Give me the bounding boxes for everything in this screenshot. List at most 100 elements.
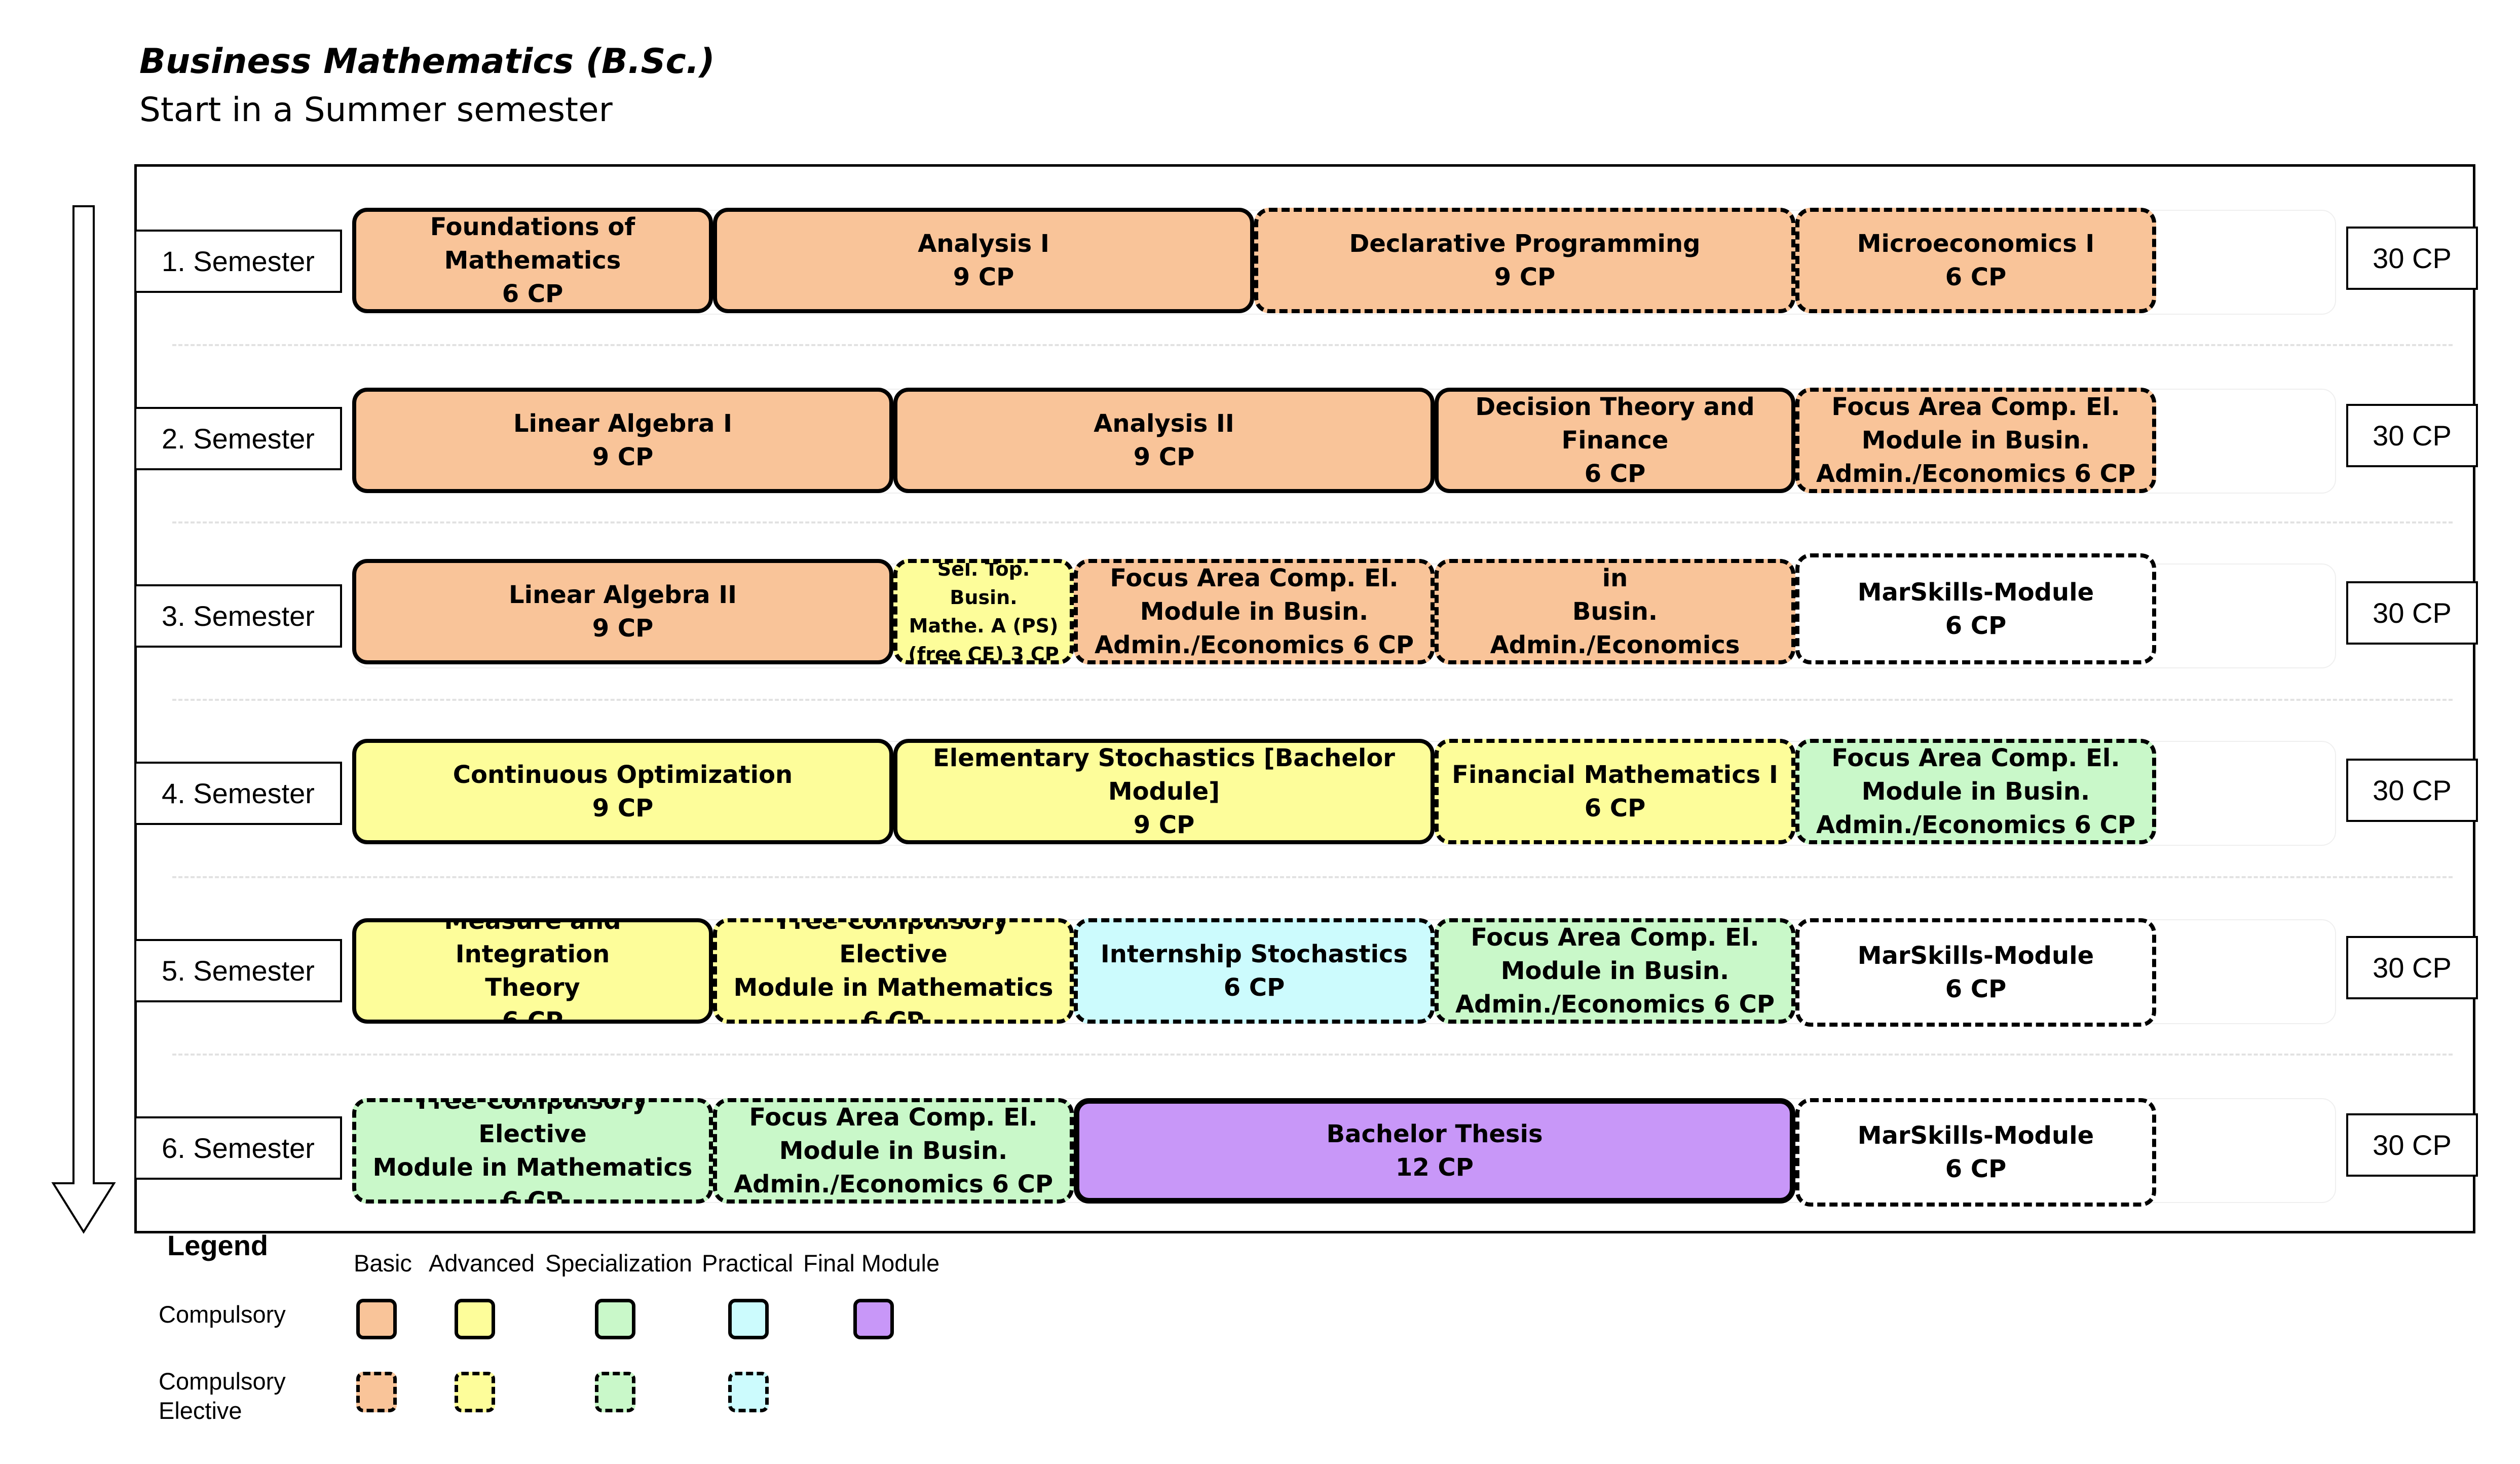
module-text-line: Continuous Optimization <box>453 761 793 789</box>
module-text-line: Admin./Economics 6 CP <box>734 1170 1053 1198</box>
module-text-line: 9 CP <box>592 443 654 471</box>
module-text-line: Focus Area Comp. El. <box>749 1103 1038 1132</box>
legend-row-elective-line2: Elective <box>159 1397 242 1424</box>
module-text-line: Module in Mathematics <box>733 973 1054 1002</box>
module-text-line: 6 CP <box>502 280 563 308</box>
module-text-line: Free Compulsory Elective <box>778 918 1009 968</box>
row-separator <box>172 1054 2453 1056</box>
module-text: Linear Algebra II 9 CP <box>509 578 737 645</box>
module-text-line: Focus Area Comp. El. <box>1471 923 1759 952</box>
module-focus-area-comp-el[interactable]: Focus Area Comp. El. Module in Busin. Admi… <box>1795 739 2156 844</box>
module-text-line: 9 CP <box>592 614 654 643</box>
row-separator <box>172 876 2453 878</box>
module-text-line: Sel. Top. Busin. <box>937 559 1030 609</box>
legend-column-specialization: Specialization <box>545 1250 693 1277</box>
legend-swatch-specialization-elective <box>595 1372 635 1412</box>
module-continuous-optimization[interactable]: Continuous Optimization 9 CP <box>352 739 893 844</box>
semester-cp-total: 30 CP <box>2346 936 2478 999</box>
module-selected-topics-business-mathematics[interactable]: Sel. Top. Busin.Mathe. A (PS)(free CE) 3… <box>893 559 1074 664</box>
module-text-line: Admin./Economics 6 CP <box>1816 460 2135 488</box>
module-text-line: Focus Area Comp. El. <box>1831 744 2120 772</box>
module-text-line: 6 CP <box>1584 794 1646 822</box>
module-text-line: Focus Area Comp. El. <box>1110 564 1399 592</box>
module-text-line: 6 CP <box>1945 611 2007 640</box>
module-text-line: Busin. Admin./Economics <box>1490 597 1740 659</box>
module-marskills[interactable]: MarSkills-Module 6 CP <box>1795 553 2156 664</box>
legend-swatch-basic-compulsory <box>356 1299 397 1339</box>
module-text-line: 6 CP <box>1945 975 2007 1003</box>
module-financial-mathematics-i[interactable]: Financial Mathematics I 6 CP <box>1435 739 1795 844</box>
module-text-line: Mathematics <box>444 246 621 275</box>
legend-title: Legend <box>167 1229 269 1261</box>
module-text-line: Free Compulsory Elective <box>417 1098 648 1148</box>
legend-column-basic: Basic <box>354 1250 412 1277</box>
module-text-line: 9 CP <box>592 794 654 822</box>
module-text-line: Admin./Economics 6 CP <box>1455 990 1775 1019</box>
module-text-line: Theory <box>485 973 580 1002</box>
module-text-line: 6 CP <box>1223 973 1285 1002</box>
semester-cp-total: 30 CP <box>2346 1113 2478 1177</box>
legend-swatch-specialization-compulsory <box>595 1299 635 1339</box>
module-text: MarSkills-Module 6 CP <box>1858 576 2094 643</box>
module-text-line: Decision Theory and <box>1475 393 1755 421</box>
module-text: Sel. Top. Busin.Mathe. A (PS)(free CE) 3… <box>901 559 1066 660</box>
semester-cp-total: 30 CP <box>2346 404 2478 467</box>
module-focus-area-comp-el[interactable]: Focus Area Comp. El. Module in Busin. Admi… <box>713 1098 1074 1204</box>
module-focus-area-comp-el[interactable]: Focus Area Comp. El.Module in Busin.Admi… <box>1795 388 2156 493</box>
semester-label: 5. Semester <box>134 939 342 1002</box>
legend-swatch-practical-compulsory <box>728 1299 769 1339</box>
module-text-line: Linear Algebra II <box>509 581 737 609</box>
module-text-line: Module in Busin. <box>1861 777 2090 806</box>
page-subtitle: Start in a Summer semester <box>139 90 613 129</box>
module-linear-algebra-ii[interactable]: Linear Algebra II 9 CP <box>352 559 893 664</box>
module-text-line: Financial Mathematics I <box>1452 761 1778 789</box>
module-text: Financial Mathematics I 6 CP <box>1452 758 1778 825</box>
module-text-line: Elementary Stochastics [Bachelor <box>933 744 1395 772</box>
module-text-line: Module in Mathematics <box>372 1153 693 1182</box>
module-text-line: MarSkills-Module <box>1857 1121 2094 1150</box>
module-text-line: 6 CP <box>1450 662 1780 664</box>
module-text-line: 12 CP <box>1396 1153 1474 1182</box>
module-text-line: Analysis I <box>918 230 1049 258</box>
module-focus-area-comp-el[interactable]: Focus Area Comp. El. Module in Busin. Admi… <box>1435 918 1795 1024</box>
module-focus-area-comp-el[interactable]: Focus Area Comp. El.Module in Busin.Admi… <box>1074 559 1435 664</box>
legend-swatch-basic-elective <box>356 1372 397 1412</box>
curriculum-frame <box>134 164 2475 1233</box>
module-text-line: 6 CP <box>502 1007 563 1024</box>
legend-column-practical: Practical <box>702 1250 794 1277</box>
legend-swatch-advanced-elective <box>455 1372 495 1412</box>
semester-label: 3. Semester <box>134 584 342 648</box>
module-text-line: MarSkills-Module <box>1857 578 2094 607</box>
module-text-line: Module in Busin. <box>1500 957 1729 985</box>
semester-cp-total: 30 CP <box>2346 759 2478 822</box>
legend-swatch-final-compulsory <box>853 1299 894 1339</box>
legend-row-elective-line1: Compulsory <box>159 1368 286 1395</box>
module-text-line: Measure and Integration <box>444 918 621 968</box>
semester-label: 4. Semester <box>134 762 342 825</box>
row-separator <box>172 521 2453 523</box>
module-text-line: Admin./Economics 6 CP <box>1816 811 2135 839</box>
module-text-line: Module in Busin. <box>779 1137 1008 1165</box>
module-text-line: Analysis II <box>1094 409 1234 438</box>
